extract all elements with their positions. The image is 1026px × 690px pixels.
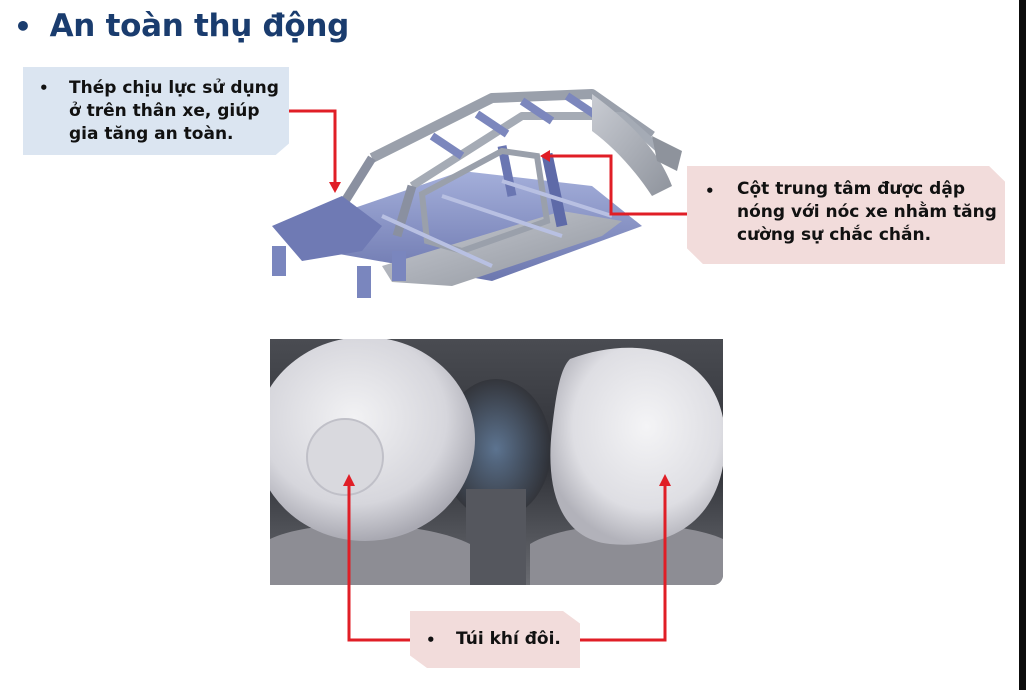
slide-title: • An toàn thụ động — [14, 4, 349, 48]
title-bullet: • — [14, 9, 32, 43]
callout-airbag-text: Túi khí đôi. — [456, 629, 561, 649]
leader-line-pillar — [550, 154, 687, 216]
leader-arrow-pillar — [540, 150, 550, 162]
callout-bullet: • — [39, 79, 49, 97]
slide-edge-strip — [1019, 0, 1026, 690]
callout-bullet: • — [426, 631, 436, 649]
leader-arrow-steel — [329, 182, 341, 193]
callout-steel-text: Thép chịu lực sử dụng ở trên thân xe, gi… — [69, 78, 279, 144]
callout-dual-airbag: • Túi khí đôi. — [410, 611, 580, 668]
callout-pillar-text: Cột trung tâm được dập nóng với nóc xe n… — [737, 179, 997, 245]
callout-steel-frame: • Thép chịu lực sử dụng ở trên thân xe, … — [23, 67, 289, 155]
car-body-frame-image — [262, 76, 688, 304]
slide-title-text: An toàn thụ động — [49, 8, 350, 44]
callout-bullet: • — [705, 182, 715, 200]
leader-line-airbag-left — [347, 480, 410, 642]
leader-line-airbag-right — [580, 480, 667, 642]
leader-arrow-airbag-right — [659, 474, 671, 486]
leader-line-steel — [289, 109, 337, 185]
callout-center-pillar: • Cột trung tâm được dập nóng với nóc xe… — [687, 166, 1005, 264]
leader-arrow-airbag-left — [343, 474, 355, 486]
dual-airbag-photo — [270, 339, 723, 585]
